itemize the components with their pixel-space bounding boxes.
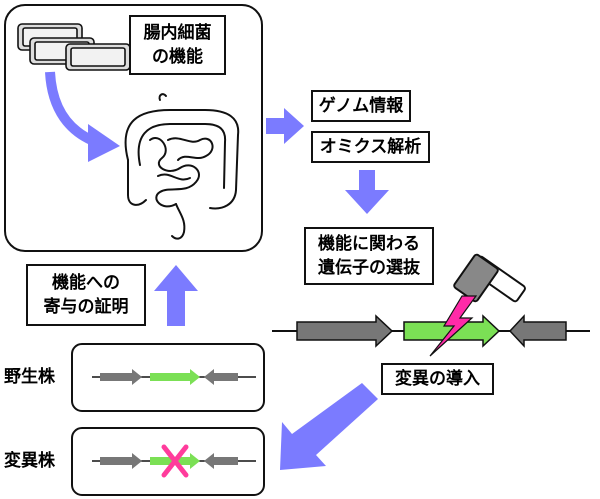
arrow-to-genome	[266, 108, 304, 144]
arrow-up-to-function	[154, 265, 198, 326]
omics-analysis-label: オミクス解析	[311, 131, 430, 163]
contribution-proof-line2: 寄与の証明	[43, 297, 129, 317]
hammer-icon	[453, 253, 526, 303]
arrow-down-to-selection	[345, 170, 389, 214]
gut-function-label: 腸内細菌 の機能	[129, 15, 226, 75]
gut-function-line2: の機能	[152, 47, 203, 67]
intestine-icon	[124, 93, 240, 240]
curved-flow-arrow	[45, 71, 120, 162]
wild-strain-label: 野生株	[4, 367, 55, 387]
mutant-gene-reverse	[204, 453, 238, 469]
gene-selection-line1: 機能に関わる	[318, 234, 420, 254]
mutation-introduction-text: 変異の導入	[395, 369, 480, 389]
gene-arrow-reverse	[508, 314, 567, 348]
wild-strain-track	[92, 369, 256, 385]
genome-info-text: ゲノム情報	[318, 96, 404, 116]
mutant-strain-label: 変異株	[4, 451, 55, 471]
mutant-strain-track	[92, 444, 256, 478]
mutation-introduction-label: 変異の導入	[381, 363, 494, 395]
culture-plates-icon	[17, 23, 131, 71]
mutant-gene-left	[100, 453, 142, 469]
gene-selection-label: 機能に関わる 遺伝子の選抜	[304, 227, 434, 285]
cross-icon	[161, 444, 189, 478]
wild-gene-reverse	[204, 369, 238, 385]
contribution-proof-line1: 機能への	[52, 273, 120, 293]
arrow-to-mutant	[280, 383, 378, 470]
omics-analysis-text: オミクス解析	[319, 137, 422, 157]
gene-selection-line2: 遺伝子の選抜	[318, 258, 420, 278]
wild-gene-target	[150, 369, 200, 385]
contribution-proof-label: 機能への 寄与の証明	[26, 264, 146, 326]
gene-track	[272, 314, 590, 348]
wild-gene-left	[100, 369, 142, 385]
gut-function-line1: 腸内細菌	[143, 23, 212, 43]
genome-info-label: ゲノム情報	[311, 90, 411, 122]
gene-arrow-left	[296, 314, 394, 348]
lightning-icon	[429, 295, 478, 357]
